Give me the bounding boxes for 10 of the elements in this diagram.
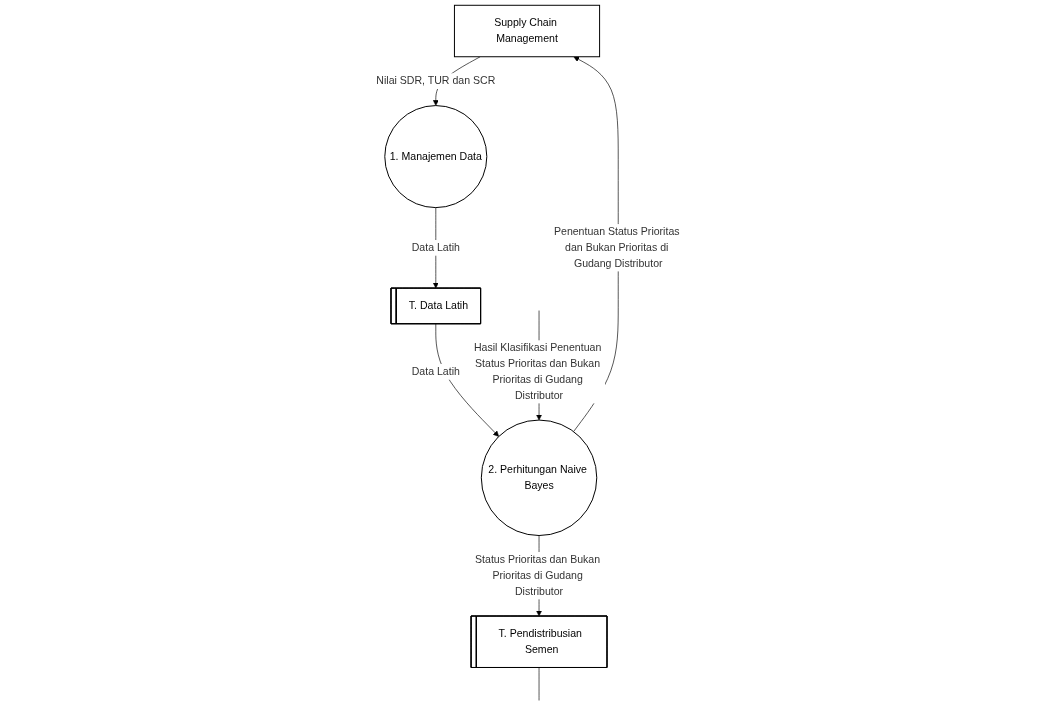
- connector: [538, 667, 540, 701]
- edge-label: Penentuan Status Prioritas dan Bukan Prioritas di Gudang Distributor: [554, 226, 680, 269]
- edge-label: Data Latih: [411, 365, 461, 378]
- edge-label: Hasil Klasifikasi Penentuan Status Prioritas dan Bukan Prioritas di Gudang Distributor: [474, 342, 602, 401]
- edge-label: Nilai SDR, TUR dan SCR: [376, 75, 496, 87]
- edge-label: Status Prioritas dan Bukan Prioritas di Gudang Distributor: [475, 554, 601, 597]
- node-circle: 1. Manajemen Data: [384, 105, 488, 209]
- node-box: Supply Chain Management: [454, 4, 601, 58]
- edge-label: Data Latih: [411, 241, 461, 254]
- node-circle: 2. Perhitungan Naive Bayes: [481, 419, 598, 537]
